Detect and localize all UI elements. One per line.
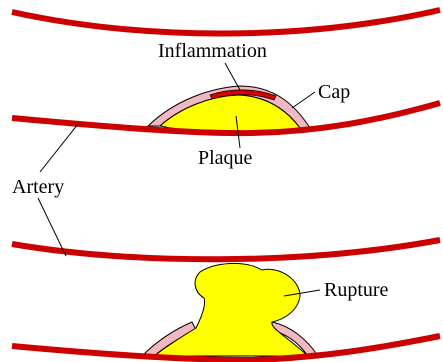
label-artery: Artery (12, 176, 64, 198)
ruptured-plaque-mass (154, 263, 308, 356)
label-inflammation: Inflammation (158, 40, 267, 62)
artery-bottom-wall-upper (12, 240, 440, 259)
leader-artery-upper (40, 124, 78, 172)
label-plaque: Plaque (198, 147, 253, 169)
artery-top-wall-upper (12, 10, 440, 34)
label-cap: Cap (318, 81, 350, 103)
leader-inflammation (225, 63, 240, 90)
label-rupture: Rupture (324, 279, 389, 301)
panel-intact-plaque (12, 10, 440, 133)
leader-cap (292, 92, 315, 108)
